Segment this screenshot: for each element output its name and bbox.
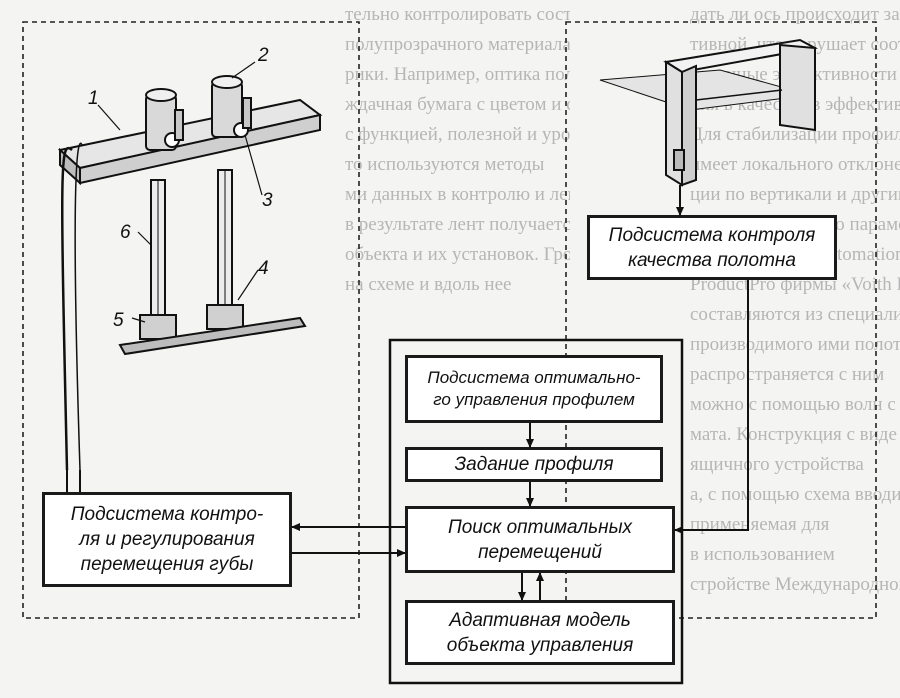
- background-text-right-line: можно с помощью волн с реализа: [690, 394, 900, 415]
- background-text-right-line: составляются из специализированных: [690, 304, 900, 325]
- background-text-top: тельно контролировать состояние ф полупро…: [345, 0, 570, 330]
- background-text-right-line: ции по вертикали и другим: [690, 184, 900, 205]
- background-text-right-line: дать ли ось происходит за счет: [690, 4, 900, 25]
- callout-4: 4: [258, 258, 269, 279]
- background-text-top-line: полупрозрачного материала и прав: [345, 34, 570, 55]
- optimal-moves-search-label: Поиск оптимальных перемещений: [447, 516, 633, 563]
- background-text-top-line: объекта и их установок. Гро: [345, 244, 570, 265]
- optimal-profile-control-label: Подсистема оптимально- го управления про…: [427, 368, 641, 409]
- callout-6: 6: [120, 222, 131, 243]
- lip-control-subsystem-box: Подсистема контро- ля и регулирования пе…: [42, 492, 292, 587]
- lip-control-label: Подсистема контро- ля и регулирования пе…: [70, 504, 264, 575]
- background-text-top-line: на схеме и вдоль нее: [345, 274, 512, 295]
- profile-setting-box: Задание профиля: [405, 447, 663, 482]
- background-text-right-line: имеет локального отклонения кон: [690, 154, 900, 175]
- background-text-right-line: распространяется с ним: [690, 364, 885, 385]
- background-text-top-line: ми данных в контролю и лент: [345, 184, 570, 205]
- optimal-moves-search-box: Поиск оптимальных перемещений: [405, 506, 675, 573]
- profile-setting-label: Задание профиля: [454, 454, 614, 475]
- background-text-top-line: то используются методы: [345, 154, 545, 175]
- adaptive-model-box: Адаптивная модель объекта управления: [405, 600, 675, 665]
- callout-1: 1: [88, 88, 99, 109]
- background-text-top-line: с функцией, полезной и уровень: [345, 124, 570, 145]
- adaptive-model-label: Адаптивная модель объекта управления: [446, 609, 634, 656]
- connector-lines: [66, 185, 749, 601]
- apparatus-dashed-frame: [22, 21, 360, 619]
- callout-5: 5: [113, 310, 124, 331]
- optimal-control-outer-frame: [388, 338, 684, 685]
- background-text-right-line: ящичного устройства: [690, 454, 864, 475]
- background-text-right-line: стройстве Международной: [690, 574, 900, 595]
- background-text-right-line: в использованием: [690, 544, 835, 565]
- optimal-profile-control-title-box: Подсистема оптимально- го управления про…: [405, 355, 663, 423]
- headbox-apparatus-drawing: [57, 61, 323, 471]
- background-text-top-line: ждачная бумага с цветом и с ее: [345, 94, 570, 115]
- quality-dashed-frame: [565, 21, 877, 619]
- scanner-frame-drawing: [599, 38, 819, 187]
- callout-3: 3: [262, 190, 273, 211]
- background-text-top-line: тельно контролировать состояние ф: [345, 4, 570, 25]
- background-text-top-line: в результате лент получается: [345, 214, 570, 235]
- callout-2: 2: [258, 45, 269, 66]
- background-text-right-line: а, с помощью схема вводится: [690, 484, 900, 505]
- background-text-right-line: Для стабилизации профиля весовой: [690, 124, 900, 145]
- quality-control-label: Подсистема контроля качества полотна: [608, 224, 816, 271]
- background-text-right-line: производимого ими полотна: [690, 334, 900, 355]
- quality-control-subsystem-box: Подсистема контроля качества полотна: [587, 215, 837, 280]
- background-text-top-line: рики. Например, оптика полотна мож: [345, 64, 570, 85]
- background-text-right-line: мата. Конструкция с виде: [690, 424, 897, 445]
